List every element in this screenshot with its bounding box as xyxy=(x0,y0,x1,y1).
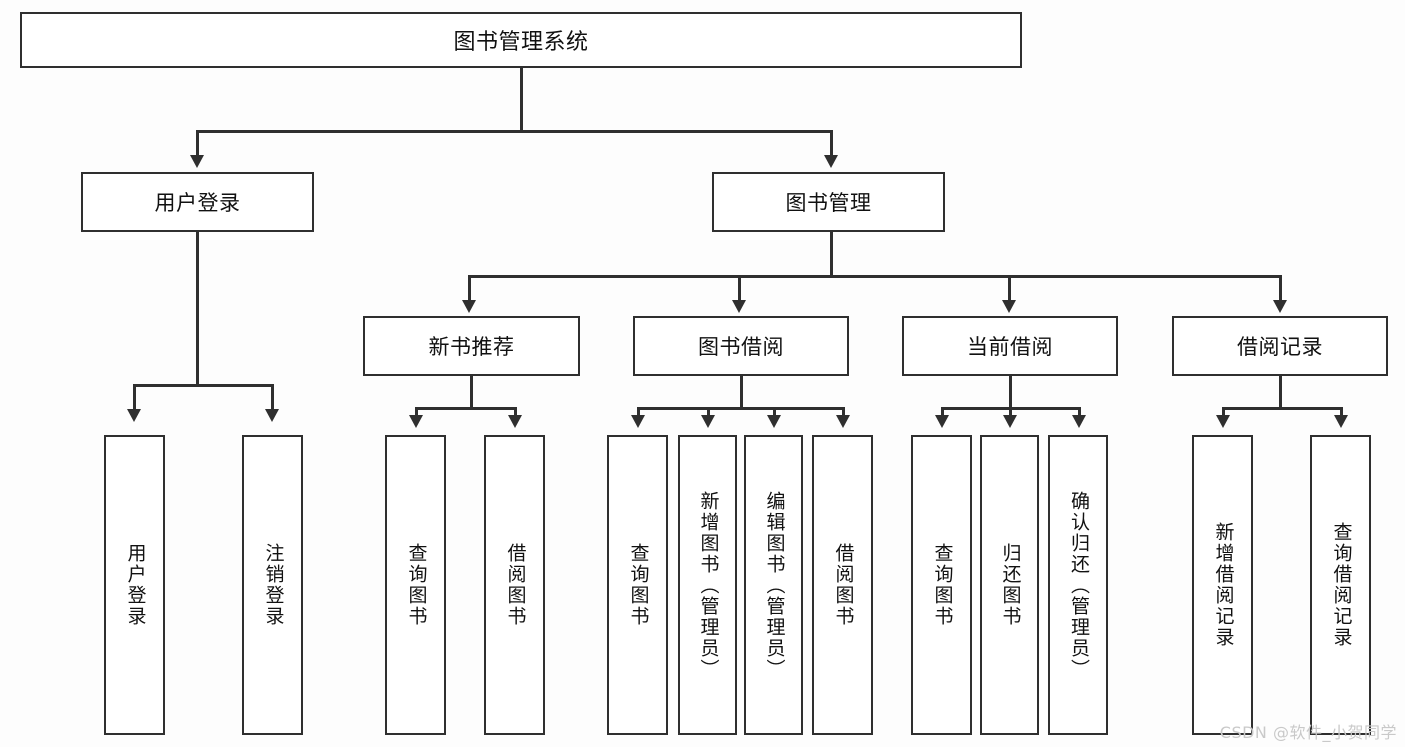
arrow-down-icon xyxy=(1273,300,1287,313)
node-current-borrow[interactable]: 当前借阅 xyxy=(902,316,1118,376)
leaf-label: 查询借阅记录 xyxy=(1330,522,1353,648)
connector-bb-child-3 xyxy=(773,407,776,420)
node-label: 新书推荐 xyxy=(428,335,515,359)
arrow-down-icon xyxy=(767,415,781,428)
leaf-label: 借阅图书 xyxy=(504,543,527,627)
arrow-down-icon xyxy=(265,409,279,422)
leaf-label: 查询图书 xyxy=(931,543,954,627)
arrow-down-icon xyxy=(1072,415,1086,428)
leaf-label: 注销登录 xyxy=(262,543,285,627)
arrow-down-icon xyxy=(824,155,838,168)
leaf-borrow-book-recommend[interactable]: 借阅图书 xyxy=(484,435,545,735)
leaf-label: 新增借阅记录 xyxy=(1212,522,1235,648)
connector-nbr-child-1 xyxy=(415,407,418,420)
connector-nbr-bus xyxy=(415,407,516,410)
connector-root-to-book-management xyxy=(830,130,833,158)
connector-bm-child-1 xyxy=(468,275,471,303)
connector-root-bus xyxy=(196,130,833,133)
connector-bb-child-2 xyxy=(707,407,710,420)
leaf-label: 归还图书 xyxy=(999,543,1022,627)
watermark: CSDN @软件_小贺同学 xyxy=(1219,723,1397,742)
connector-bm-child-2 xyxy=(738,275,741,303)
leaf-label: 查询图书 xyxy=(405,543,428,627)
connector-user-login-bus xyxy=(133,384,273,387)
connector-user-login-child-2 xyxy=(271,384,274,412)
leaf-query-book-current[interactable]: 查询图书 xyxy=(911,435,972,735)
connector-nbr-child-2 xyxy=(514,407,517,420)
leaf-query-borrow-record[interactable]: 查询借阅记录 xyxy=(1310,435,1371,735)
leaf-label: 借阅图书 xyxy=(832,543,855,627)
node-book-management-system[interactable]: 图书管理系统 xyxy=(20,12,1022,68)
leaf-add-borrow-record[interactable]: 新增借阅记录 xyxy=(1192,435,1253,735)
node-borrow-record[interactable]: 借阅记录 xyxy=(1172,316,1388,376)
node-label: 用户登录 xyxy=(154,191,241,215)
connector-bb-stem xyxy=(740,376,743,409)
arrow-down-icon xyxy=(1002,300,1016,313)
connector-bm-child-3 xyxy=(1008,275,1011,303)
leaf-user-login[interactable]: 用户登录 xyxy=(104,435,165,735)
connector-user-login-stem xyxy=(196,232,199,385)
arrow-down-icon xyxy=(701,415,715,428)
connector-bm-child-4 xyxy=(1279,275,1282,303)
node-book-management[interactable]: 图书管理 xyxy=(712,172,945,232)
leaf-edit-book-admin[interactable]: 编辑图书（管理员） xyxy=(744,435,803,735)
connector-nbr-stem xyxy=(470,376,473,409)
arrow-down-icon xyxy=(127,409,141,422)
leaf-query-book-recommend[interactable]: 查询图书 xyxy=(385,435,446,735)
connector-book-management-bus xyxy=(468,275,1282,278)
connector-bb-child-4 xyxy=(842,407,845,420)
leaf-label: 编辑图书（管理员） xyxy=(763,490,786,680)
arrow-down-icon xyxy=(190,155,204,168)
node-user-login[interactable]: 用户登录 xyxy=(81,172,314,232)
connector-cb-stem xyxy=(1009,376,1012,409)
arrow-down-icon xyxy=(1216,415,1230,428)
node-book-borrow[interactable]: 图书借阅 xyxy=(633,316,849,376)
connector-cb-child-2 xyxy=(1009,407,1012,420)
arrow-down-icon xyxy=(935,415,949,428)
leaf-logout[interactable]: 注销登录 xyxy=(242,435,303,735)
connector-br-child-1 xyxy=(1222,407,1225,420)
node-label: 借阅记录 xyxy=(1237,335,1323,359)
leaf-label: 查询图书 xyxy=(627,543,650,627)
arrow-down-icon xyxy=(409,415,423,428)
connector-root-to-user-login xyxy=(196,130,199,158)
arrow-down-icon xyxy=(631,415,645,428)
connector-book-management-stem xyxy=(830,232,833,277)
leaf-confirm-return-admin[interactable]: 确认归还（管理员） xyxy=(1048,435,1108,735)
leaf-return-book[interactable]: 归还图书 xyxy=(980,435,1039,735)
connector-cb-child-3 xyxy=(1078,407,1081,420)
node-label: 图书管理系统 xyxy=(453,30,589,55)
leaf-label: 新增图书（管理员） xyxy=(697,490,720,680)
connector-bb-bus xyxy=(637,407,844,410)
connector-br-stem xyxy=(1279,376,1282,409)
leaf-query-book-borrow[interactable]: 查询图书 xyxy=(607,435,668,735)
leaf-label: 用户登录 xyxy=(124,543,147,627)
leaf-borrow-book[interactable]: 借阅图书 xyxy=(812,435,873,735)
leaf-add-book-admin[interactable]: 新增图书（管理员） xyxy=(678,435,737,735)
connector-cb-child-1 xyxy=(941,407,944,420)
arrow-down-icon xyxy=(1334,415,1348,428)
connector-root-stem xyxy=(520,68,523,131)
arrow-down-icon xyxy=(732,300,746,313)
arrow-down-icon xyxy=(508,415,522,428)
node-label: 当前借阅 xyxy=(967,335,1053,359)
connector-br-child-2 xyxy=(1340,407,1343,420)
node-new-book-recommend[interactable]: 新书推荐 xyxy=(363,316,580,376)
leaf-label: 确认归还（管理员） xyxy=(1067,490,1090,680)
arrow-down-icon xyxy=(836,415,850,428)
node-label: 图书借阅 xyxy=(698,335,784,359)
node-label: 图书管理 xyxy=(785,191,872,215)
connector-bb-child-1 xyxy=(637,407,640,420)
connector-user-login-child-1 xyxy=(133,384,136,412)
connector-br-bus xyxy=(1222,407,1342,410)
arrow-down-icon xyxy=(1003,415,1017,428)
arrow-down-icon xyxy=(462,300,476,313)
